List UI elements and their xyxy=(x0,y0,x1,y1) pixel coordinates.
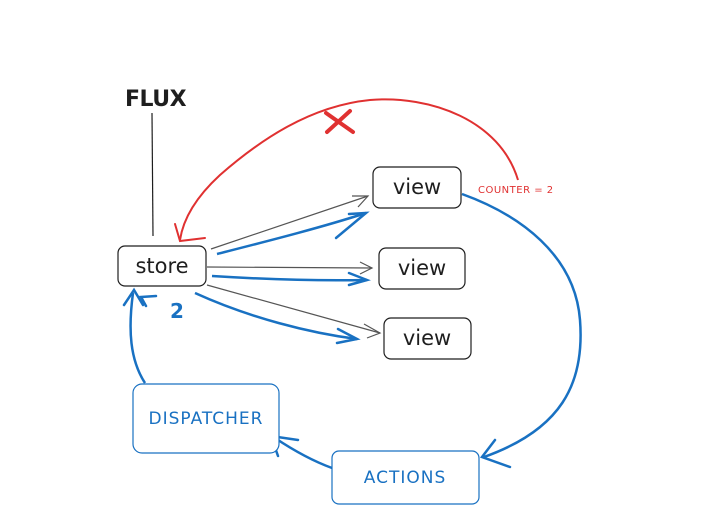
store-count-annotation: 2 xyxy=(170,299,184,323)
title-group: FLUX xyxy=(125,87,187,237)
view-bottom-label: view xyxy=(403,326,451,350)
view-node-bottom[interactable]: view xyxy=(383,317,472,360)
actions-label: ACTIONS xyxy=(364,468,447,488)
view-middle-label: view xyxy=(398,256,446,280)
view-to-actions-arrow xyxy=(461,192,582,469)
dispatcher-node[interactable]: DISPATCHER xyxy=(132,383,280,454)
diagram-title: FLUX xyxy=(125,87,187,112)
actions-to-dispatcher-arrow xyxy=(269,434,333,470)
actions-node[interactable]: ACTIONS xyxy=(331,450,480,505)
store-node[interactable]: store xyxy=(117,245,207,287)
store-label: store xyxy=(135,254,188,278)
title-connector-line xyxy=(151,112,154,237)
dispatcher-label: DISPATCHER xyxy=(149,409,264,429)
red-feedback-arc xyxy=(179,98,519,241)
red-arrowhead xyxy=(174,223,206,243)
view-node-top[interactable]: view xyxy=(372,166,462,209)
view-top-label: view xyxy=(393,175,441,199)
red-feedback-arrow xyxy=(174,98,519,243)
blocked-x-mark xyxy=(324,109,355,134)
view-node-middle[interactable]: view xyxy=(378,247,466,290)
counter-annotation: COUNTER = 2 xyxy=(478,185,554,196)
store-to-view-arrows xyxy=(206,195,382,339)
blue-store-to-view-arrows xyxy=(194,211,371,345)
dispatcher-to-store-arrow xyxy=(122,287,158,384)
